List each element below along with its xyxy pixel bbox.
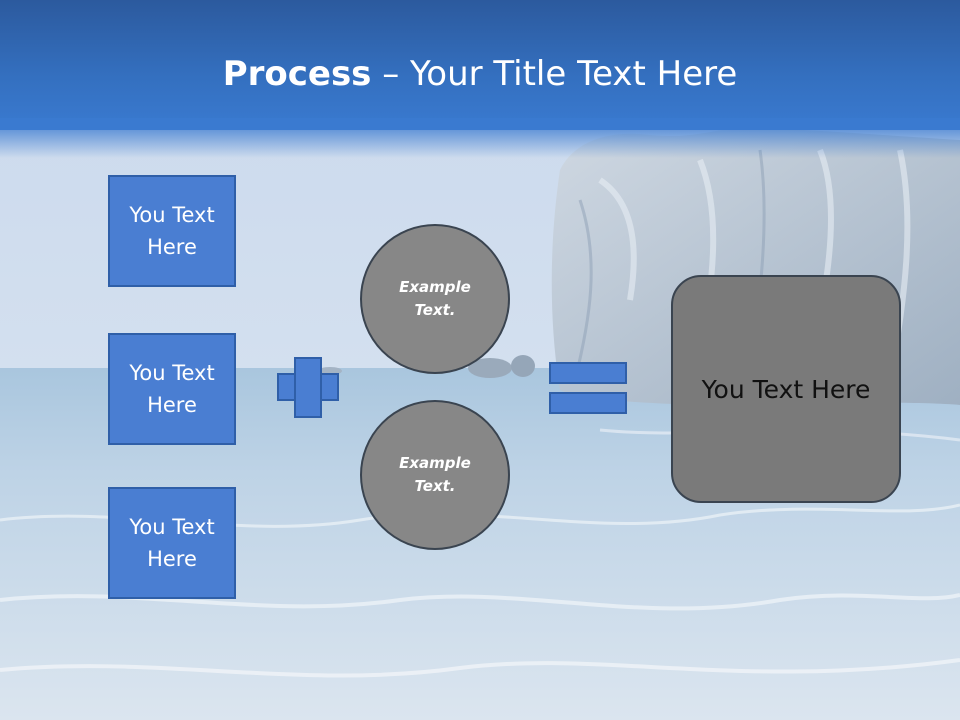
input-box-1: You Text Here (108, 175, 236, 287)
input-box-3-label: You Text Here (129, 515, 215, 571)
slide-title: Process – Your Title Text Here (0, 52, 960, 96)
input-box-2-label: You Text Here (129, 361, 215, 417)
input-box-2: You Text Here (108, 333, 236, 445)
example-circle-2: Example Text. (360, 400, 510, 550)
example-circle-1-label: Example Text. (399, 278, 471, 319)
example-circle-1: Example Text. (360, 224, 510, 374)
title-rest: – Your Title Text Here (371, 54, 738, 94)
title-bold: Process (222, 54, 372, 94)
example-circle-2-label: Example Text. (399, 454, 471, 495)
input-box-1-label: You Text Here (129, 203, 215, 259)
result-box-label: You Text Here (701, 374, 871, 404)
input-box-3: You Text Here (108, 487, 236, 599)
title-bar-fade (0, 118, 960, 158)
result-box: You Text Here (671, 275, 901, 503)
equals-bottom-bar (549, 392, 627, 414)
title-bar (0, 0, 960, 130)
plus-center (296, 375, 320, 399)
equals-top-bar (549, 362, 627, 384)
